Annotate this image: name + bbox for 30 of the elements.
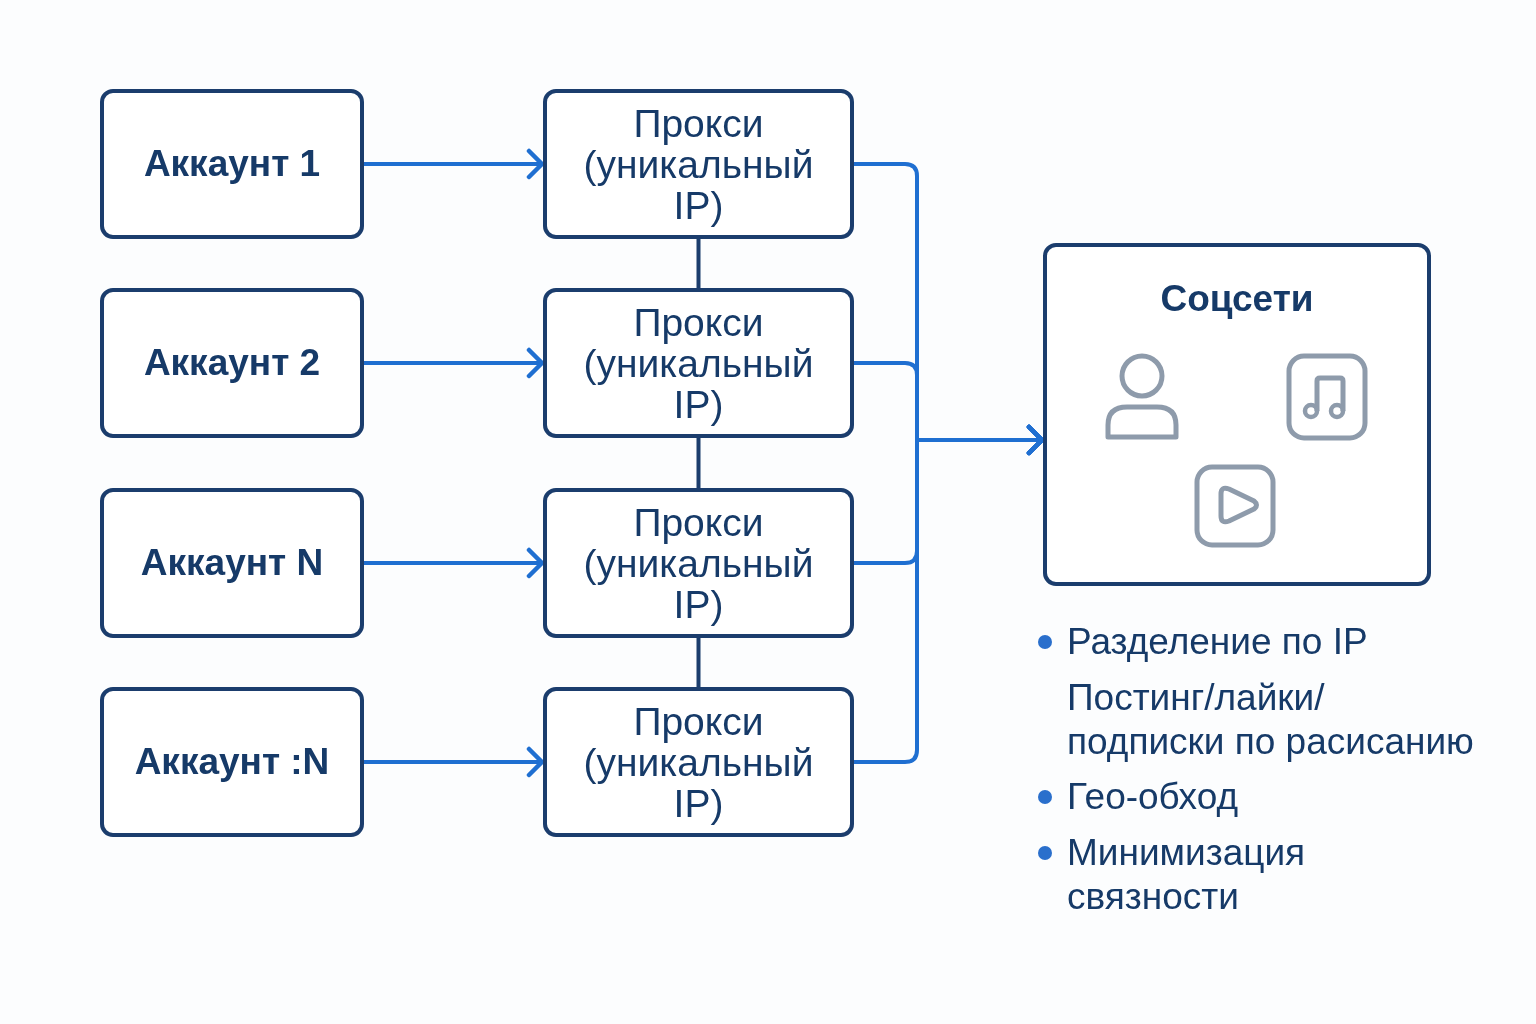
proxy-box (543, 488, 854, 638)
arrow (364, 746, 545, 778)
account-label: Аккаунт 1 (143, 142, 321, 186)
account-box (100, 89, 364, 239)
list-item-text: Гео-обход (1067, 775, 1239, 819)
proxy-box (543, 288, 854, 438)
connector-line (696, 638, 701, 687)
account-box (100, 488, 364, 638)
account-label: Аккаунт :N (134, 740, 330, 784)
list-item-text: Постинг/лайки/ подписки по расисанию (1067, 676, 1475, 764)
account-box (100, 288, 364, 438)
account-label: Аккаунт 2 (143, 341, 321, 385)
proxy-label: Прокси (уникальный IP) (582, 301, 815, 425)
arrow (364, 148, 545, 180)
list-item-text: Разделение по IP (1067, 620, 1368, 664)
arrow (364, 547, 545, 579)
social-networks-panel (1043, 243, 1431, 586)
account-label: Аккаунт N (140, 541, 324, 585)
connector-line (696, 438, 701, 488)
account-box (100, 687, 364, 837)
proxy-label: Прокси (уникальный IP) (582, 102, 815, 226)
arrow (854, 424, 1045, 764)
proxy-label: Прокси (уникальный IP) (582, 700, 815, 824)
connector-line (696, 239, 701, 288)
proxy-box (543, 687, 854, 837)
proxy-box (543, 89, 854, 239)
proxy-label: Прокси (уникальный IP) (582, 501, 815, 625)
panel-title: Соцсети (1160, 277, 1314, 321)
list-item-text: Минимизация связности (1067, 831, 1307, 919)
arrow (364, 347, 545, 379)
